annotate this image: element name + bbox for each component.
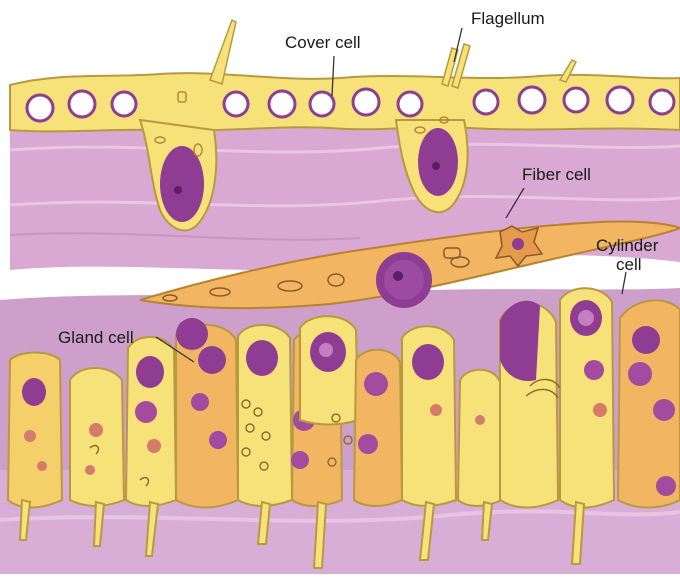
label-fiber-cell: Fiber cell bbox=[522, 165, 591, 184]
label-gland-cell: Gland cell bbox=[58, 328, 134, 347]
label-cylinder-cell-line2: cell bbox=[616, 255, 642, 274]
label-flagellum: Flagellum bbox=[471, 9, 545, 28]
label-cover-cell: Cover cell bbox=[285, 33, 361, 52]
label-cylinder-cell-line1: Cylinder bbox=[596, 236, 658, 255]
